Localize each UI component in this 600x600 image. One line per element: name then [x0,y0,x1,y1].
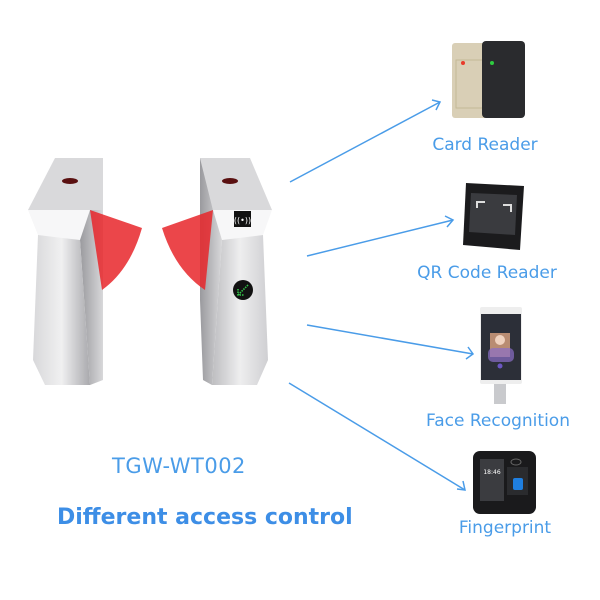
device-label-qr-code-reader: QR Code Reader [417,263,557,283]
connector-arrows [288,99,475,491]
fingerprint-image: 18:46 [473,451,536,514]
left-flap [90,210,142,290]
product-tagline: Different access control [57,505,353,530]
qr-code-reader-image [463,183,524,250]
nfc-icon [234,211,251,227]
sensor-icon [222,178,238,184]
right-flap [162,210,213,290]
green-arrow-indicator-icon [233,280,253,300]
card-reader-image [452,41,525,118]
left-cabinet [28,158,103,385]
face-recognition-image [480,307,522,404]
right-cabinet: ((•)) [200,158,272,385]
sensor-icon [62,178,78,184]
product-model: TGW-WT002 [112,454,246,478]
device-label-card-reader: Card Reader [432,135,538,155]
svg-text:18:46: 18:46 [483,469,500,476]
device-label-fingerprint: Fingerprint [458,518,552,538]
svg-text:((•)): ((•)) [234,216,251,225]
device-label-face-recognition: Face Recognition [426,411,570,431]
